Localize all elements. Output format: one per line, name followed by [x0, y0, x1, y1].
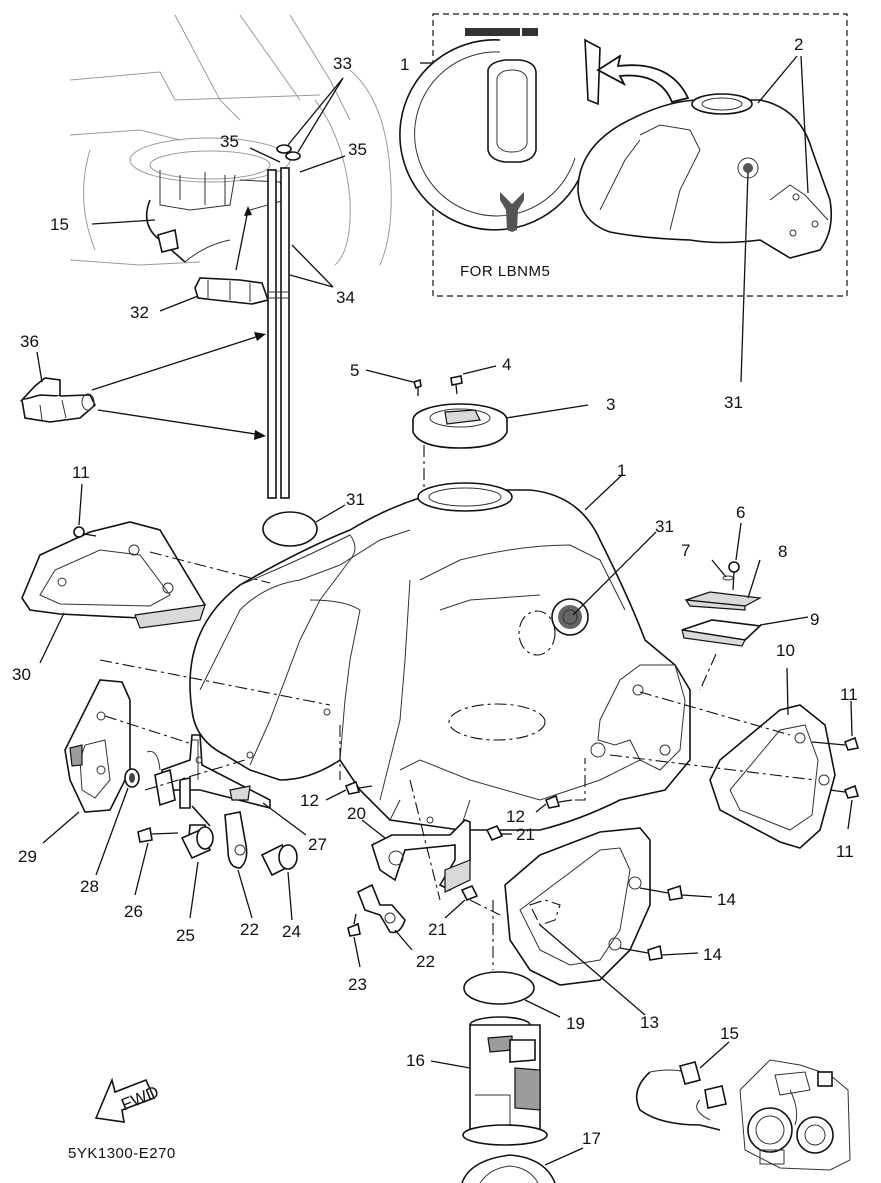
- callout-30: 30: [12, 665, 31, 684]
- filler-cap-3: [412, 403, 589, 449]
- callout-21: 21: [516, 825, 535, 844]
- callout-17: 17: [582, 1129, 601, 1148]
- side-cover-13: [504, 827, 651, 1016]
- callout-14: 14: [717, 890, 736, 909]
- callout-2: 2: [794, 35, 803, 54]
- bolt-12-b: [535, 758, 586, 813]
- callout-35: 35: [220, 132, 239, 151]
- callout-9: 9: [810, 610, 819, 629]
- callout-35: 35: [348, 140, 367, 159]
- callout-labels: 1 2 33 35 35 15 32 34 36 5 4 3 31 11 31 …: [12, 35, 858, 1148]
- bracket-22-a: [224, 811, 253, 919]
- callout-11: 11: [836, 842, 854, 861]
- hose-clamp-36: [19, 332, 266, 440]
- callout-29: 29: [18, 847, 37, 866]
- bolt-6-7: [711, 522, 742, 591]
- callout-20: 20: [347, 804, 366, 823]
- callout-21: 21: [428, 920, 447, 939]
- callout-11: 11: [72, 463, 90, 482]
- callout-23: 23: [348, 975, 367, 994]
- callout-27: 27: [308, 835, 327, 854]
- fwd-arrow: FWD: [94, 1077, 161, 1123]
- callout-16: 16: [406, 1051, 425, 1070]
- callout-10: 10: [776, 641, 795, 660]
- variant-note: FOR LBNM5: [460, 263, 550, 280]
- callout-7: 7: [681, 541, 690, 560]
- callout-31: 31: [724, 393, 743, 412]
- damper-8-9: [681, 559, 809, 691]
- cover-29: [42, 679, 196, 844]
- breather-hoses-34: [91, 77, 346, 499]
- tank-emblem-ring: [399, 28, 601, 232]
- callout-5: 5: [350, 361, 359, 380]
- callout-1: 1: [617, 461, 626, 480]
- bolt-12-a: [325, 725, 373, 801]
- fuel-pump-16: [430, 1016, 548, 1146]
- collar-25: [180, 826, 214, 919]
- callout-6: 6: [736, 503, 745, 522]
- bolt-23: [347, 913, 361, 968]
- fuel-pump-area: [145, 170, 286, 305]
- callout-8: 8: [778, 542, 787, 561]
- callout-31: 31: [346, 490, 365, 509]
- main-fuel-tank: [189, 482, 691, 831]
- fuel-hose-15: [635, 1041, 730, 1131]
- callout-1: 1: [400, 55, 409, 74]
- callout-36: 36: [20, 332, 39, 351]
- cover-10: [609, 667, 836, 849]
- callout-25: 25: [176, 926, 195, 945]
- variant-fuel-tank: [577, 93, 833, 259]
- bracket-22-b: [356, 883, 413, 951]
- bolt-5: [365, 369, 422, 396]
- callout-11: 11: [840, 685, 858, 704]
- nut-21-b: [444, 884, 479, 919]
- collar-24: [260, 843, 298, 921]
- nut-21-a: [485, 824, 512, 842]
- bolt-14-b: [619, 944, 699, 961]
- callout-4: 4: [502, 355, 511, 374]
- callout-3: 3: [606, 395, 615, 414]
- fwd-label: FWD: [118, 1082, 161, 1114]
- callout-28: 28: [80, 877, 99, 896]
- bolt-11-bc: [811, 700, 860, 830]
- callout-12: 12: [300, 791, 319, 810]
- callout-12: 12: [506, 807, 525, 826]
- callout-19: 19: [566, 1014, 585, 1033]
- callout-24: 24: [282, 922, 301, 941]
- cover-30: [21, 521, 271, 664]
- bolt-11-a: [73, 483, 97, 538]
- callout-14: 14: [703, 945, 722, 964]
- transfer-arrow: [596, 54, 690, 104]
- plate-17: [461, 1147, 584, 1183]
- callout-34: 34: [336, 288, 355, 307]
- callout-15: 15: [720, 1024, 739, 1043]
- variant-inset: FOR LBNM5: [399, 13, 848, 383]
- callout-32: 32: [130, 303, 149, 322]
- bracket-20: [361, 819, 471, 893]
- bolt-4: [450, 365, 497, 395]
- gasket-19: [463, 900, 561, 1018]
- callout-13: 13: [640, 1013, 659, 1032]
- throttle-body: [739, 1059, 851, 1171]
- bolt-26: [134, 826, 179, 896]
- bolt-14-a: [639, 884, 713, 901]
- callout-33: 33: [333, 54, 352, 73]
- clip-32: [194, 277, 270, 305]
- callout-22: 22: [416, 952, 435, 971]
- diagram-code: 5YK1300-E270: [68, 1145, 176, 1162]
- callout-22: 22: [240, 920, 259, 939]
- callout-26: 26: [124, 902, 143, 921]
- grommet-28: [95, 750, 246, 876]
- callout-31: 31: [655, 517, 674, 536]
- callout-15: 15: [50, 215, 69, 234]
